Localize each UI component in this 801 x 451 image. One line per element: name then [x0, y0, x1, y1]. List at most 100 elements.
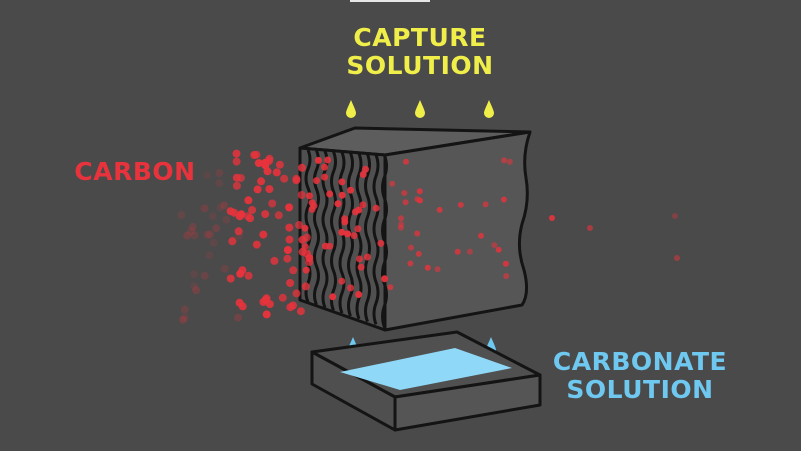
- carbon-particle: [283, 246, 292, 254]
- carbon-particle: [372, 204, 380, 212]
- carbon-particle: [466, 248, 473, 255]
- carbon-label: CARBON: [74, 157, 196, 186]
- carbon-particle: [398, 221, 405, 228]
- carbon-particle: [286, 303, 295, 312]
- carbon-particle: [329, 293, 337, 301]
- carbon-particle: [187, 227, 196, 236]
- carbon-particle: [292, 176, 301, 185]
- fiber-line: [372, 154, 380, 325]
- carbon-particle: [357, 263, 365, 271]
- carbon-particle: [381, 275, 389, 283]
- carbon-particle: [283, 254, 292, 263]
- carbon-particle: [295, 221, 304, 229]
- carbonate-label-line2: SOLUTION: [566, 375, 714, 404]
- carbon-particle: [261, 210, 270, 219]
- carbon-particle: [289, 266, 298, 275]
- carbon-particle: [482, 201, 489, 208]
- carbon-particle: [334, 200, 342, 208]
- tray-right-wall: [393, 373, 542, 432]
- carbon-particle: [408, 244, 414, 251]
- carbon-particle: [259, 298, 268, 306]
- carbon-particle: [278, 293, 287, 302]
- carbon-particle: [208, 212, 217, 221]
- carbon-particle: [491, 242, 498, 249]
- carbon-particle: [414, 230, 421, 237]
- carbon-particle: [302, 266, 310, 274]
- carbon-particle: [363, 253, 371, 261]
- carbon-particle: [216, 203, 225, 212]
- carbon-particle: [500, 196, 507, 203]
- carbon-particle: [200, 204, 209, 213]
- carbon-particle: [238, 302, 247, 311]
- carbon-particle: [417, 197, 423, 204]
- carbon-particle: [674, 255, 680, 261]
- carbon-particle: [321, 163, 328, 171]
- carbon-particle: [354, 225, 362, 233]
- capture-label-line2: SOLUTION: [346, 51, 494, 80]
- carbon-particle: [301, 282, 310, 291]
- carbonate-label-line1: CARBONATE: [552, 347, 728, 376]
- carbon-particle: [503, 273, 510, 280]
- carbon-particle: [232, 173, 241, 182]
- carbon-particle: [236, 269, 245, 278]
- carbon-particle: [230, 208, 239, 217]
- carbon-particle: [310, 202, 318, 210]
- carbon-particle: [234, 313, 243, 322]
- carbon-particle: [302, 233, 311, 242]
- carbon-particle: [338, 191, 346, 199]
- carbon-particle: [190, 270, 199, 279]
- carbon-particle: [403, 158, 409, 165]
- carbon-particle: [222, 215, 231, 224]
- carbon-particle: [285, 235, 294, 244]
- carbon-particle: [297, 191, 306, 199]
- carbon-particles: [177, 149, 680, 324]
- fiber-line: [381, 154, 388, 328]
- carbon-particle: [215, 169, 224, 177]
- carbon-particle: [262, 310, 271, 319]
- carbon-particle: [209, 238, 218, 247]
- carbon-particle: [232, 157, 241, 166]
- carbon-particle: [252, 150, 261, 159]
- carbon-particle: [232, 149, 241, 158]
- carbon-particle: [401, 190, 408, 196]
- carbon-particle: [347, 186, 355, 194]
- carbon-particle: [506, 158, 513, 165]
- carbon-particle: [415, 250, 422, 257]
- carbon-particle: [220, 264, 229, 273]
- carbon-particle: [502, 260, 509, 267]
- carbon-particle: [301, 224, 309, 232]
- carbon-particle: [205, 230, 214, 239]
- fiber-line: [304, 149, 312, 303]
- carbon-particle: [244, 271, 253, 280]
- collection-tray: [310, 330, 542, 432]
- carbon-particle: [274, 211, 283, 220]
- carbon-particle: [190, 231, 199, 240]
- fiber-line: [313, 150, 320, 306]
- carbon-particle: [180, 305, 189, 314]
- carbon-particle: [338, 277, 346, 285]
- carbon-particle: [226, 274, 235, 283]
- carbon-particle: [301, 243, 309, 251]
- carbon-particle: [298, 163, 306, 172]
- carbon-particle: [190, 282, 199, 291]
- carbon-particle: [270, 256, 279, 265]
- carbon-particle: [355, 291, 363, 298]
- carbon-particle: [179, 315, 187, 324]
- carbon-particle: [296, 307, 305, 316]
- carbon-particle: [268, 199, 277, 208]
- carbon-particle: [587, 225, 593, 231]
- yellow-drop-icon: [346, 100, 356, 118]
- capture-solution-label: CAPTURE SOLUTION: [330, 24, 510, 80]
- carbon-particle: [243, 212, 252, 221]
- carbon-particle: [321, 173, 329, 181]
- carbon-particle: [183, 231, 192, 240]
- carbon-particle: [324, 156, 332, 164]
- carbon-particle: [434, 266, 441, 273]
- carbon-particle: [549, 215, 555, 221]
- carbon-particle: [192, 286, 201, 295]
- carbon-particle: [338, 228, 346, 236]
- carbon-particle: [244, 196, 253, 205]
- yellow-drop-icon: [484, 100, 494, 118]
- carbon-particle: [232, 181, 241, 190]
- carbon-particle: [321, 242, 329, 250]
